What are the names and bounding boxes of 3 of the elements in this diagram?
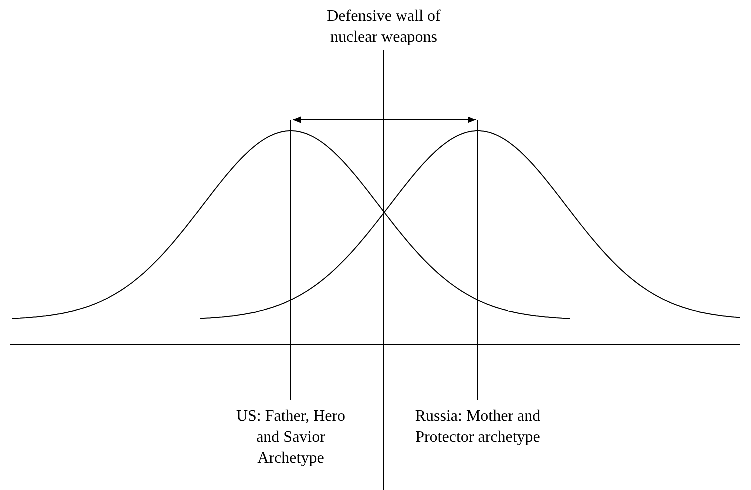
archetype-label: Russia: Mother and Protector archetype [414, 407, 542, 448]
archetype-label: US: Father, Hero and Savior Archetype [235, 407, 347, 469]
wall-label: Defensive wall of nuclear weapons [326, 7, 442, 48]
